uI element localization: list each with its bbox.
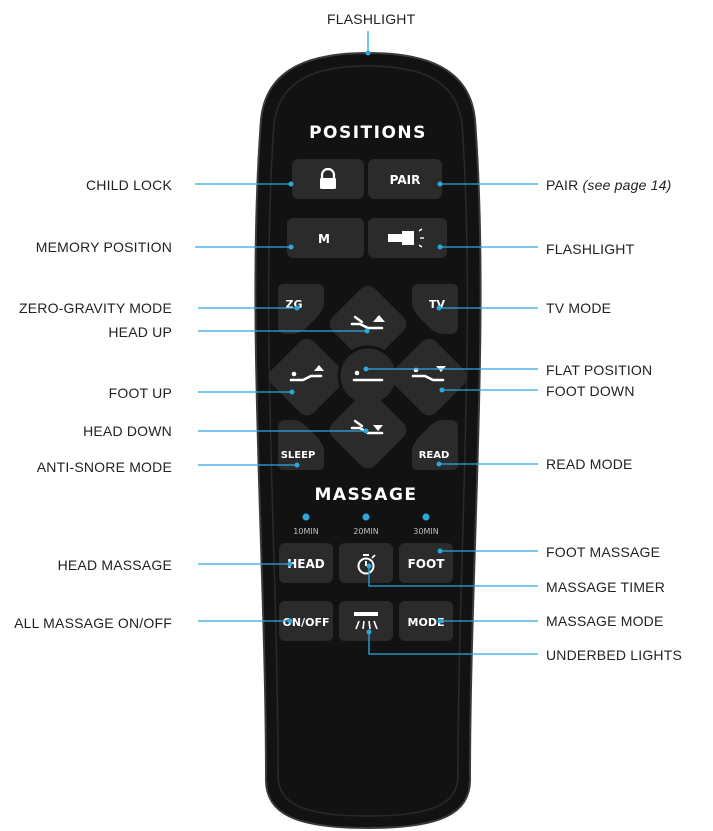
- callout-flashlight-right: FLASHLIGHT: [546, 241, 635, 257]
- callout-head-up: HEAD UP: [108, 324, 172, 340]
- callout-head-down: HEAD DOWN: [83, 423, 172, 439]
- svg-text:MODE: MODE: [408, 616, 445, 629]
- leader-lines: [195, 31, 538, 655]
- dot-massage-mode: [437, 618, 443, 624]
- callout-massage-mode: MASSAGE MODE: [546, 613, 664, 629]
- dot-flat: [363, 366, 369, 372]
- callout-underbed-lights: UNDERBED LIGHTS: [546, 647, 683, 663]
- massage-title: MASSAGE: [314, 485, 417, 505]
- foot-massage-button[interactable]: FOOT: [399, 543, 453, 583]
- callout-foot-down: FOOT DOWN: [546, 383, 635, 399]
- timer-led-20: [362, 513, 370, 521]
- dot-all-massage: [287, 618, 293, 624]
- lock-icon: [320, 167, 336, 189]
- flashlight-icon: [388, 228, 424, 248]
- dot-tv-mode: [436, 305, 442, 311]
- foot-up-button[interactable]: [265, 335, 350, 420]
- callout-pair-label: PAIR: [546, 177, 579, 193]
- svg-text:SLEEP: SLEEP: [281, 450, 316, 461]
- callout-foot-massage: FOOT MASSAGE: [546, 544, 661, 560]
- svg-text:PAIR: PAIR: [390, 173, 421, 187]
- dot-head-down: [363, 428, 369, 434]
- remote-inner-rim: [267, 65, 469, 817]
- flashlight-button[interactable]: [368, 218, 447, 258]
- dot-pair: [437, 181, 443, 187]
- callout-head-massage: HEAD MASSAGE: [57, 557, 172, 573]
- callout-foot-up: FOOT UP: [108, 385, 172, 401]
- callout-zero-gravity: ZERO-GRAVITY MODE: [18, 300, 172, 316]
- callout-pair-note: (see page 14): [582, 177, 672, 193]
- stopwatch-icon: [357, 554, 376, 575]
- dot-massage-timer: [366, 563, 372, 569]
- child-lock-button[interactable]: [292, 159, 364, 199]
- svg-text:ON/OFF: ON/OFF: [283, 616, 330, 629]
- callout-anti-snore: ANTI-SNORE MODE: [36, 459, 172, 475]
- callout-massage-timer: MASSAGE TIMER: [546, 579, 666, 595]
- svg-text:M: M: [318, 232, 330, 246]
- dot-read-mode: [436, 461, 442, 467]
- dot-underbed: [366, 629, 372, 635]
- underbed-light-icon: [354, 612, 378, 630]
- callout-read-mode: READ MODE: [546, 456, 633, 472]
- callout-pair: PAIR (see page 14): [546, 177, 672, 193]
- timer-label-10: 10MIN: [293, 527, 318, 536]
- svg-text:ZG: ZG: [285, 298, 302, 311]
- anti-snore-button[interactable]: SLEEP: [278, 420, 324, 470]
- dot-head-up: [364, 328, 370, 334]
- leader-massage-timer: [368, 566, 538, 587]
- dot-memory: [288, 244, 294, 250]
- leader-underbed: [368, 632, 538, 655]
- callout-tv-mode: TV MODE: [546, 300, 612, 316]
- massage-mode-button[interactable]: MODE: [399, 601, 453, 641]
- callout-all-massage: ALL MASSAGE ON/OFF: [14, 615, 172, 631]
- foot-up-icon: [289, 365, 324, 382]
- memory-button[interactable]: M: [287, 218, 364, 258]
- svg-text:HEAD: HEAD: [287, 557, 325, 571]
- timer-indicators: 10MIN 20MIN 30MIN: [293, 513, 439, 536]
- callout-child-lock: CHILD LOCK: [85, 177, 172, 193]
- dot-foot-up: [289, 389, 295, 395]
- callout-memory-position: MEMORY POSITION: [35, 239, 172, 255]
- dot-flashlight-right: [437, 244, 443, 250]
- flat-icon: [352, 370, 384, 382]
- positions-title: POSITIONS: [309, 123, 427, 143]
- dot-anti-snore: [294, 462, 300, 468]
- underbed-lights-button[interactable]: [339, 601, 393, 641]
- dot-foot-massage: [437, 548, 443, 554]
- all-massage-button[interactable]: ON/OFF: [279, 601, 333, 641]
- dot-foot-down: [439, 387, 445, 393]
- flat-position-button[interactable]: [337, 345, 399, 407]
- leader-dots: [287, 50, 445, 635]
- head-up-icon: [350, 315, 385, 330]
- callout-flat-position: FLAT POSITION: [546, 362, 653, 378]
- dot-flashlight-top: [365, 50, 371, 56]
- timer-led-30: [422, 513, 430, 521]
- timer-led-10: [302, 513, 310, 521]
- head-up-button[interactable]: [326, 282, 411, 367]
- dot-head-massage: [287, 561, 293, 567]
- head-massage-button[interactable]: HEAD: [279, 543, 333, 583]
- dot-zero-gravity: [294, 305, 300, 311]
- pair-button[interactable]: PAIR: [368, 159, 442, 199]
- callout-flashlight-top: FLASHLIGHT: [327, 11, 416, 27]
- svg-text:FOOT: FOOT: [408, 557, 446, 571]
- dot-child-lock: [288, 181, 294, 187]
- massage-timer-button[interactable]: [339, 543, 393, 583]
- timer-label-30: 30MIN: [413, 527, 438, 536]
- read-mode-button[interactable]: READ: [412, 420, 458, 470]
- svg-text:READ: READ: [419, 450, 450, 461]
- timer-label-20: 20MIN: [353, 527, 378, 536]
